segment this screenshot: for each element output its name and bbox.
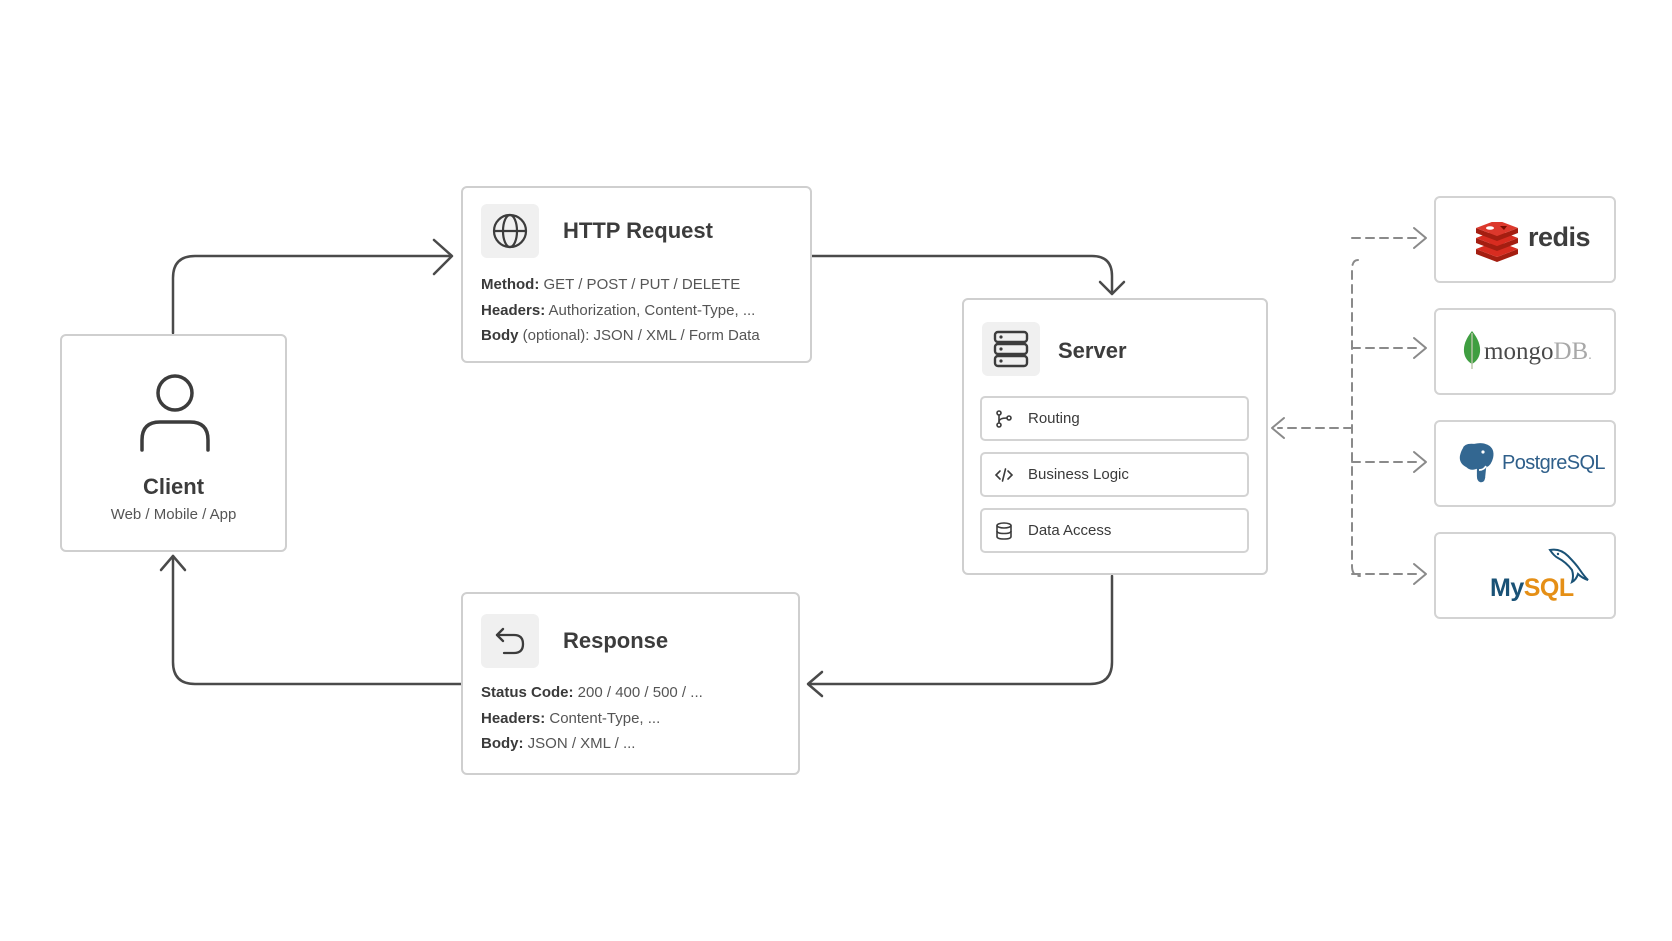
server-icon <box>993 330 1029 368</box>
arrow-client-to-request <box>171 254 452 335</box>
response-title: Response <box>563 628 669 653</box>
http-request-icon-tile <box>481 204 539 258</box>
server-item-label-business-logic: Business Logic <box>1028 466 1129 483</box>
arrowhead-request-to-server <box>1098 280 1126 296</box>
globe-icon <box>492 213 528 249</box>
redis-label: redis <box>1528 222 1591 252</box>
mongodb-leaf-icon <box>1463 331 1481 369</box>
response-details: Status Code: 200 / 400 / 500 / ... Heade… <box>481 680 703 757</box>
dashed-arrowhead-redis <box>1413 227 1427 249</box>
user-icon <box>140 374 210 452</box>
dashed-arrowhead-server <box>1271 417 1285 439</box>
server-item-label-data-access: Data Access <box>1028 522 1112 539</box>
dashed-arrowhead-mongo <box>1413 337 1427 359</box>
request-headers-label: Headers: <box>481 301 546 319</box>
branch-icon <box>996 410 1012 428</box>
server-icon-tile <box>982 322 1040 376</box>
http-request-details: Method: GET / POST / PUT / DELETE Header… <box>481 272 760 349</box>
server-item-business-logic: Business Logic <box>980 452 1249 497</box>
server-title: Server <box>1058 338 1127 363</box>
mysql-label: MySQL <box>1490 574 1574 603</box>
request-line-headers: Headers: Authorization, Content-Type, ..… <box>481 298 760 324</box>
arrowhead-server-to-response <box>806 670 824 698</box>
mysql-label-my: My <box>1490 574 1524 602</box>
request-headers-value: Authorization, Content-Type, ... <box>545 301 756 319</box>
response-headers-label: Headers: <box>481 709 546 727</box>
response-line-headers: Headers: Content-Type, ... <box>481 706 703 732</box>
dashed-db-trunk <box>1351 259 1361 577</box>
server-card: Server Routing Business Logic <box>962 298 1268 575</box>
database-icon <box>996 522 1012 540</box>
mysql-dolphin-icon <box>1548 548 1589 584</box>
response-status-value: 200 / 400 / 500 / ... <box>573 684 703 701</box>
server-item-data-access: Data Access <box>980 508 1249 553</box>
dashed-arrowhead-postgres <box>1413 451 1427 473</box>
request-body-label: Body <box>481 327 519 344</box>
server-item-label-routing: Routing <box>1028 410 1080 427</box>
response-status-label: Status Code: <box>481 684 574 701</box>
response-body-value: JSON / XML / ... <box>523 735 636 752</box>
mongodb-label-db: DB <box>1553 338 1589 365</box>
postgresql-elephant-icon <box>1457 441 1496 485</box>
dashed-arrowhead-mysql <box>1413 563 1427 585</box>
arrow-response-to-client <box>171 554 463 686</box>
code-icon <box>994 468 1014 482</box>
server-item-routing: Routing <box>980 396 1249 441</box>
http-request-card: HTTP Request Method: GET / POST / PUT / … <box>461 186 812 363</box>
request-line-body: Body (optional): JSON / XML / Form Data <box>481 323 760 349</box>
client-title: Client <box>142 474 205 499</box>
redis-logo-icon <box>1476 222 1518 262</box>
response-line-status: Status Code: 200 / 400 / 500 / ... <box>481 680 703 706</box>
arrowhead-client-to-request <box>432 238 454 276</box>
arrowhead-response-to-client <box>159 554 187 572</box>
request-line-method: Method: GET / POST / PUT / DELETE <box>481 272 760 298</box>
arrow-request-to-server <box>810 254 1114 294</box>
mongodb-label-mongo: mongo <box>1484 338 1554 365</box>
db-card-redis: redis <box>1434 196 1616 283</box>
mongodb-label: mongoDB. <box>1484 338 1592 366</box>
http-request-title: HTTP Request <box>563 218 713 243</box>
response-icon-tile <box>481 614 539 668</box>
response-headers-value: Content-Type, ... <box>545 709 661 727</box>
request-body-value: (optional): JSON / XML / Form Data <box>518 327 760 344</box>
mongodb-label-dot: . <box>1588 348 1592 363</box>
request-method-label: Method: <box>481 276 540 293</box>
response-line-body: Body: JSON / XML / ... <box>481 731 703 757</box>
db-card-mysql: MySQL <box>1434 532 1616 619</box>
db-card-postgresql: PostgreSQL <box>1434 420 1616 507</box>
undo-arrow-icon <box>495 627 525 655</box>
arrow-server-to-response <box>808 574 1114 686</box>
postgresql-label: PostgreSQL <box>1502 452 1606 474</box>
response-body-label: Body: <box>481 735 524 752</box>
response-card: Response Status Code: 200 / 400 / 500 / … <box>461 592 800 775</box>
client-subtitle: Web / Mobile / App <box>110 506 237 523</box>
db-card-mongodb: mongoDB. <box>1434 308 1616 395</box>
mysql-label-sql: SQL <box>1523 574 1574 602</box>
request-method-value: GET / POST / PUT / DELETE <box>539 276 741 293</box>
client-card: Client Web / Mobile / App <box>60 334 287 552</box>
